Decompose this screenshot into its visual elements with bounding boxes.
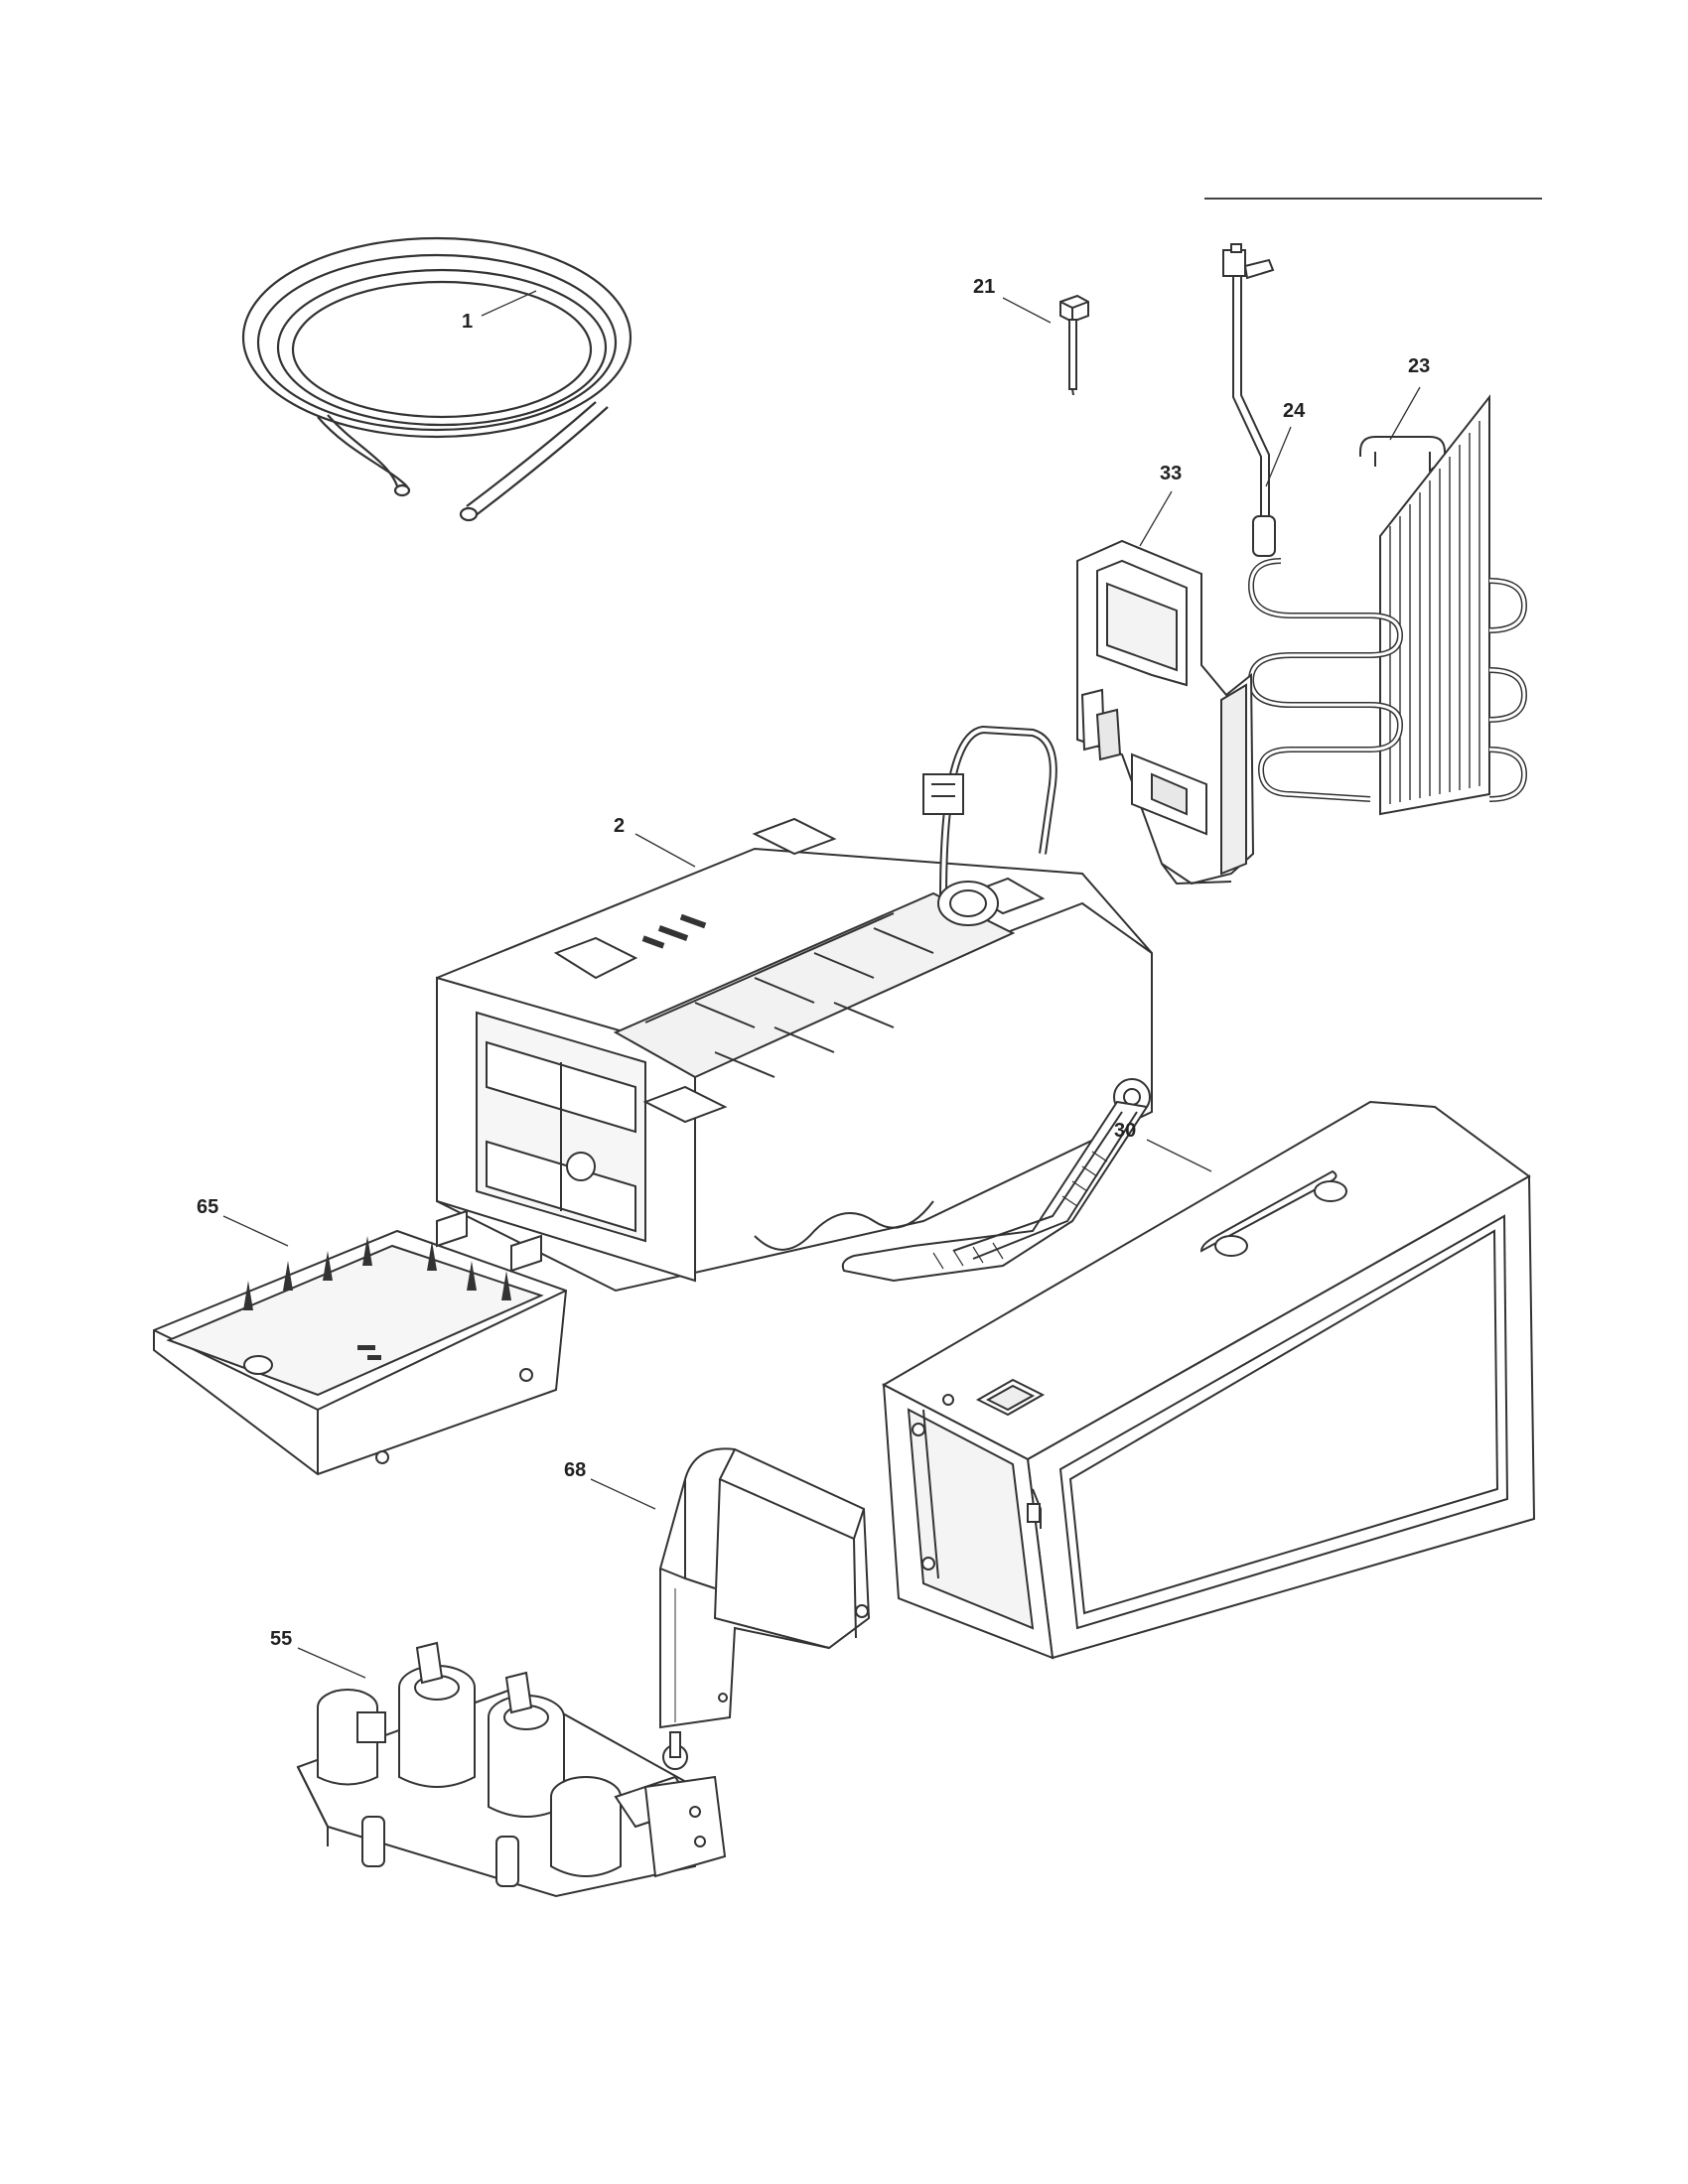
part-55-water-valve[interactable] — [298, 1643, 725, 1896]
leader-30 — [1146, 1139, 1212, 1172]
part-24-heater-harness[interactable] — [1223, 244, 1275, 556]
leader-23 — [1389, 386, 1421, 441]
part-68-duct-cover[interactable] — [660, 1448, 869, 1727]
callout-2[interactable]: 2 — [614, 815, 625, 837]
callout-numbers: 1 21 23 24 33 2 30 65 68 55 — [197, 276, 1430, 1650]
callout-68[interactable]: 68 — [564, 1459, 586, 1481]
part-65-ice-tray[interactable] — [154, 1211, 566, 1474]
callout-33[interactable]: 33 — [1160, 463, 1182, 484]
part-2-ice-rake-arm[interactable] — [843, 1079, 1150, 1281]
part-30-ice-maker-housing[interactable] — [884, 1102, 1534, 1658]
leader-24 — [1265, 426, 1292, 487]
leader-2 — [634, 833, 696, 868]
callout-30[interactable]: 30 — [1114, 1120, 1136, 1142]
leader-1 — [481, 290, 537, 317]
callout-21[interactable]: 21 — [973, 276, 995, 298]
leader-68 — [590, 1478, 656, 1510]
leader-33 — [1139, 490, 1173, 547]
part-21-thermistor-plug[interactable] — [1060, 296, 1088, 395]
part-23-evaporator-coil[interactable] — [1251, 397, 1524, 814]
leader-55 — [297, 1647, 366, 1679]
callout-65[interactable]: 65 — [197, 1196, 218, 1218]
part-33-control-module[interactable] — [1077, 541, 1253, 884]
callout-1[interactable]: 1 — [462, 311, 473, 333]
callout-leaders — [222, 290, 1421, 1679]
part-2-ice-maker-assembly[interactable] — [437, 730, 1152, 1291]
part-1-water-tubing[interactable] — [243, 238, 631, 520]
leader-65 — [222, 1215, 289, 1247]
callout-23[interactable]: 23 — [1408, 355, 1430, 377]
callout-24[interactable]: 24 — [1283, 400, 1306, 422]
callout-55[interactable]: 55 — [270, 1628, 292, 1650]
leader-21 — [1002, 297, 1052, 324]
